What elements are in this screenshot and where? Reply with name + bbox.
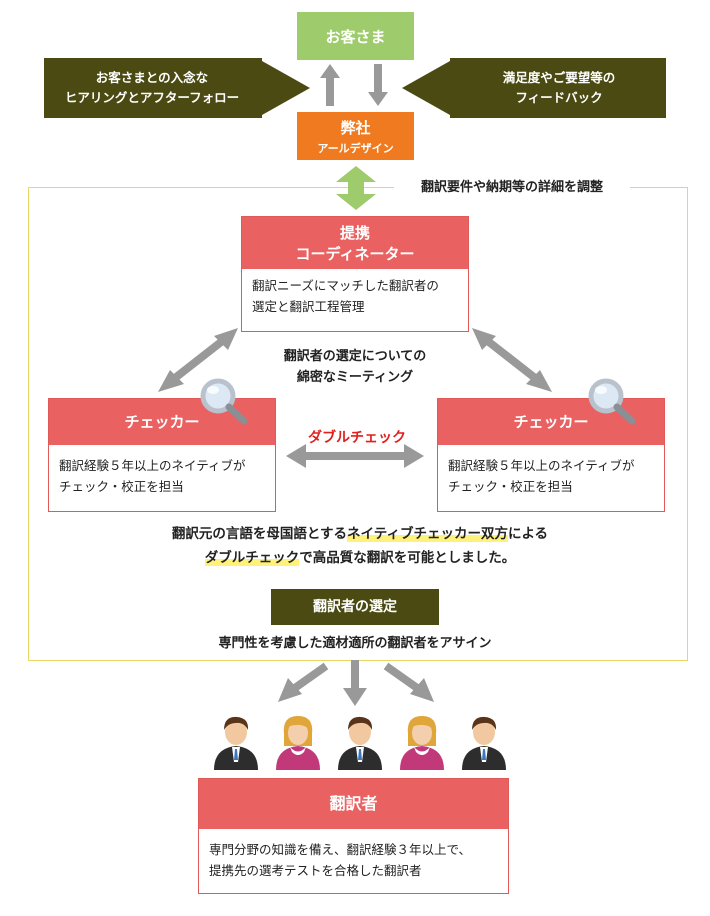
- arrow-head-icon: [472, 328, 496, 350]
- selection-caption: 専門性を考慮した適材適所の翻訳者をアサイン: [218, 636, 492, 651]
- translator-card: 翻訳者 専門分野の知識を備え、翻訳経験３年以上で、 提携先の選考テストを合格した…: [198, 778, 509, 894]
- selection-label: 翻訳者の選定: [313, 599, 397, 615]
- coordinator-desc1: 翻訳ニーズにマッチした翻訳者の: [252, 278, 439, 293]
- arrow-right-icon: [404, 444, 424, 468]
- arrow-down-left-icon: [278, 678, 302, 702]
- checker-right-card: チェッカー 翻訳経験５年以上のネイティブが チェック・校正を担当: [437, 398, 665, 512]
- arrow-shaft: [351, 660, 359, 692]
- checker-right-header: チェッカー: [438, 399, 664, 445]
- summary-part5: で高品質な翻訳を可能としました。: [299, 550, 516, 566]
- adjust-caption: 翻訳要件や納期等の詳細を調整: [394, 178, 630, 198]
- arrow-head-icon: [214, 328, 238, 350]
- adjust-arrow: [336, 166, 376, 210]
- left-note: お客さまとの入念な ヒアリングとアフターフォロー: [44, 58, 260, 118]
- checker-left-desc1: 翻訳経験５年以上のネイティブが: [59, 458, 246, 473]
- translator-desc: 専門分野の知識を備え、翻訳経験３年以上で、 提携先の選考テストを合格した翻訳者: [199, 829, 508, 889]
- person-female-icon: [400, 716, 444, 770]
- double-check-bar: [302, 452, 408, 460]
- arrow-down-icon: [343, 688, 367, 706]
- company-sub: アールデザイン: [317, 142, 394, 155]
- person-female-icon: [276, 716, 320, 770]
- translator-header: 翻訳者: [199, 779, 508, 829]
- meeting-caption-line2: 綿密なミーティング: [296, 370, 414, 385]
- checker-left-title: チェッカー: [124, 413, 200, 431]
- translator-title: 翻訳者: [329, 794, 378, 813]
- coordinator-desc2: 選定と翻訳工程管理: [252, 299, 365, 314]
- company-name: 弊社: [340, 119, 371, 137]
- summary-part2: ネイティブチェッカー双方: [347, 526, 508, 542]
- arrow-head-icon: [526, 370, 552, 392]
- checker-right-desc2: チェック・校正を担当: [448, 479, 573, 494]
- right-note-line2: フィードバック: [515, 90, 603, 105]
- coordinator-header: 提携 コーディネーター: [242, 217, 468, 269]
- checker-left-desc: 翻訳経験５年以上のネイティブが チェック・校正を担当: [49, 445, 275, 505]
- summary-part4: ダブルチェック: [204, 550, 300, 566]
- translator-people: [210, 712, 510, 770]
- person-male-icon: [462, 716, 506, 770]
- coordinator-desc: 翻訳ニーズにマッチした翻訳者の 選定と翻訳工程管理: [242, 269, 468, 325]
- company-box: 弊社 アールデザイン: [297, 112, 414, 160]
- meeting-caption: 翻訳者の選定についての 綿密なミーティング: [240, 346, 470, 388]
- right-note: 満足度やご要望等の フィードバック: [452, 58, 666, 118]
- summary-part1: 翻訳元の言語を母国語とする: [171, 526, 348, 542]
- summary-part3: による: [507, 526, 549, 542]
- left-note-line1: お客さまとの入念な: [95, 70, 209, 85]
- checker-left-desc2: チェック・校正を担当: [59, 479, 184, 494]
- magnifier-icon: [588, 378, 636, 425]
- checker-right-desc: 翻訳経験５年以上のネイティブが チェック・校正を担当: [438, 445, 664, 505]
- translator-desc2: 提携先の選考テストを合格した翻訳者: [209, 863, 422, 878]
- right-note-line1: 満足度やご要望等の: [502, 70, 616, 85]
- double-check-label: ダブルチェック: [308, 430, 406, 446]
- customer-label: お客さま: [325, 27, 386, 46]
- coordinator-card: 提携 コーディネーター 翻訳ニーズにマッチした翻訳者の 選定と翻訳工程管理: [241, 216, 469, 332]
- coordinator-title1: 提携: [339, 224, 370, 242]
- translator-desc1: 専門分野の知識を備え、翻訳経験３年以上で、: [209, 842, 472, 857]
- selection-box: 翻訳者の選定: [271, 589, 439, 625]
- checker-left-header: チェッカー: [49, 399, 275, 445]
- arrow-down-icon: [368, 64, 388, 106]
- arrow-up-icon: [320, 64, 340, 106]
- checker-right-desc1: 翻訳経験５年以上のネイティブが: [448, 458, 635, 473]
- left-note-line2: ヒアリングとアフターフォロー: [64, 90, 240, 105]
- person-male-icon: [214, 716, 258, 770]
- person-male-icon: [338, 716, 382, 770]
- checker-right-title: チェッカー: [513, 413, 589, 431]
- coordinator-title2: コーディネーター: [295, 245, 415, 263]
- customer-company-arrows: [320, 64, 388, 106]
- double-arrow-icon: [336, 166, 376, 210]
- arrow-left-icon: [286, 444, 306, 468]
- arrow-head-icon: [158, 370, 184, 392]
- arrow-down-right-icon: [410, 678, 434, 702]
- customer-box: お客さま: [297, 12, 414, 60]
- meeting-caption-line1: 翻訳者の選定についての: [283, 349, 427, 364]
- summary-text: 翻訳元の言語を母国語とするネイティブチェッカー双方による ダブルチェックで高品質…: [60, 522, 660, 570]
- magnifier-icon: [200, 378, 248, 425]
